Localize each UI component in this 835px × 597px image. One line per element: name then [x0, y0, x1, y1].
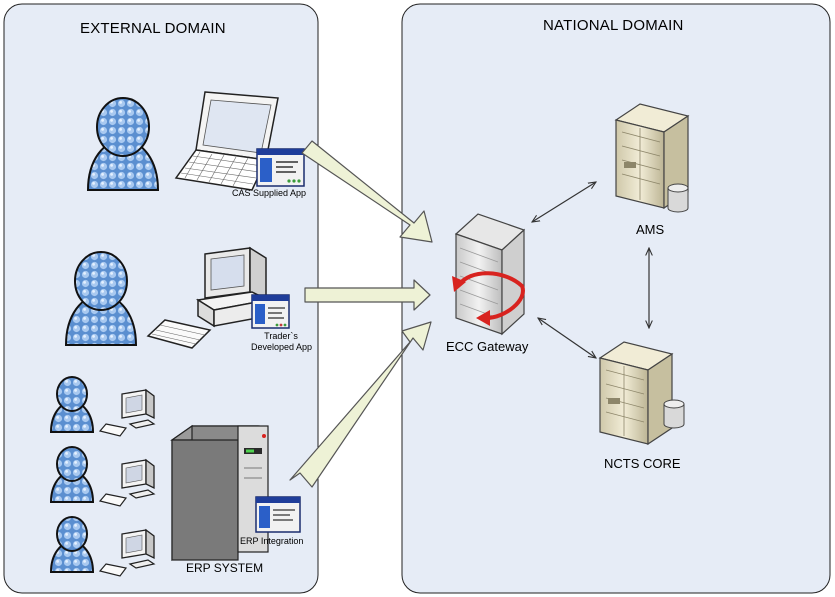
connector-ecc-ams — [532, 182, 596, 222]
trader-app-label: Trader`s Developed App — [251, 331, 313, 353]
small-user-icon-3 — [49, 516, 95, 573]
app-window-icon-trader — [251, 294, 290, 329]
erp-integration-label: ERP Integration — [240, 536, 304, 546]
flow-arrow-erp-to-ecc — [289, 321, 432, 488]
workstation-icon-3 — [98, 528, 156, 577]
ncts-core-label: NCTS CORE — [604, 456, 681, 471]
ecc-gateway-label: ECC Gateway — [446, 339, 529, 354]
ncts-core-server-icon — [598, 341, 685, 446]
national-domain-title: NATIONAL DOMAIN — [543, 17, 684, 34]
external-domain-title: EXTERNAL DOMAIN — [80, 20, 226, 37]
ams-label: AMS — [636, 222, 665, 237]
trader-app-label-line1: Trader`s — [264, 331, 298, 341]
user-icon-2 — [64, 251, 138, 346]
small-user-icon-2 — [49, 446, 95, 503]
app-window-icon-erp — [255, 496, 301, 533]
trader-app-label-line2: Developed App — [251, 342, 313, 352]
connector-ecc-ncts — [538, 318, 596, 358]
laptop-icon — [174, 91, 279, 191]
ecc-gateway-server-icon — [452, 213, 526, 336]
user-icon-1 — [86, 97, 160, 191]
erp-system-label: ERP SYSTEM — [186, 561, 264, 575]
ams-server-icon — [614, 103, 690, 213]
app-window-icon-cas — [256, 148, 305, 187]
flow-arrow-trader-to-ecc — [304, 279, 431, 311]
erp-mainframe-icon — [170, 424, 269, 562]
workstation-icon-1 — [98, 388, 156, 437]
desktop-computer-icon — [146, 246, 271, 349]
workstation-icon-2 — [98, 458, 156, 507]
small-user-icon-1 — [49, 376, 95, 433]
flow-arrow-cas-to-ecc — [301, 140, 433, 243]
cas-app-label: CAS Supplied App — [232, 188, 307, 198]
